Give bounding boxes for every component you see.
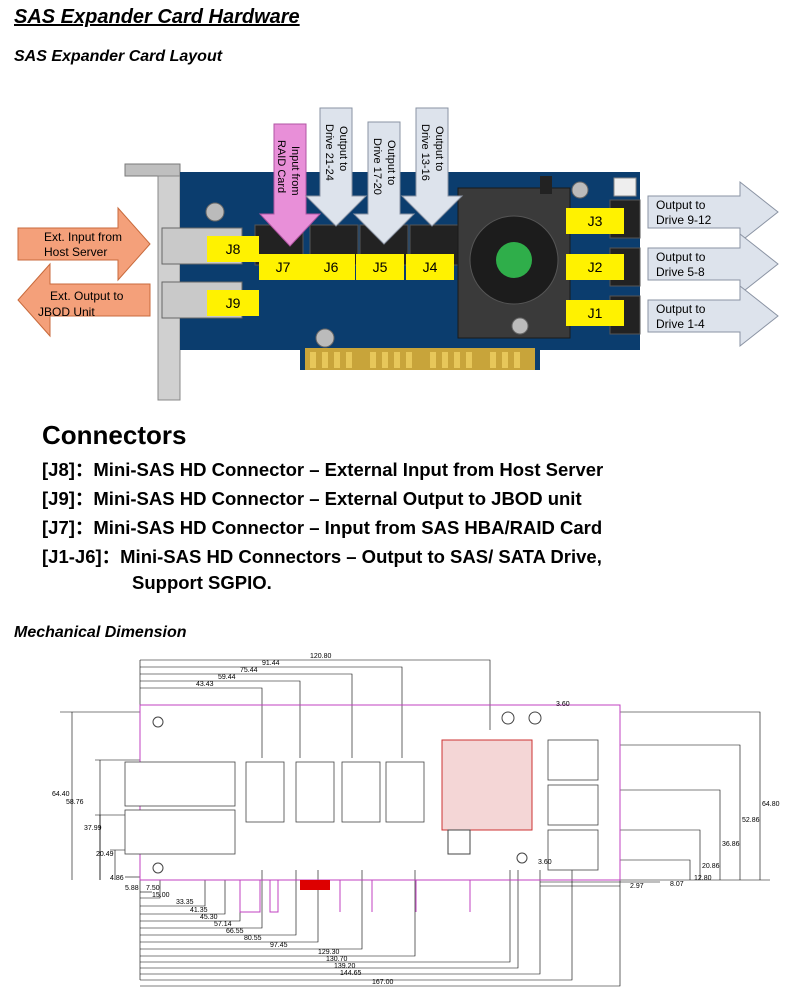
- top-arrow-13-16: Output to Drive 13-16: [400, 107, 464, 227]
- right-arrow-9-12-line1: Output to: [656, 198, 706, 212]
- label-j1-text: J1: [588, 305, 603, 321]
- top-arrow-17-20: Output to Drive 17-20: [352, 121, 416, 245]
- right-arrow-1-4-line2: Drive 1-4: [656, 317, 705, 331]
- top-arrow-21-24: Output to Drive 21-24: [304, 107, 368, 227]
- top-arrow-17-20-line2: Drive 17-20: [371, 138, 383, 195]
- label-j2: [566, 254, 624, 280]
- label-j1: [566, 300, 624, 326]
- dim-bottom-6: 57.14: [214, 921, 232, 928]
- dim-bottom-7: 66.55: [226, 928, 244, 935]
- dim-top-1: 91.44: [262, 660, 280, 667]
- dim-right-0: 64.80: [762, 801, 780, 808]
- dim-bottom-8: 80.55: [244, 935, 262, 942]
- top-arrow-13-16-line1: Output to: [433, 126, 445, 171]
- ext-output-line2: JBOD Unit: [38, 305, 95, 319]
- heatsink-fan: [457, 187, 571, 339]
- label-j6-text: J6: [324, 259, 339, 275]
- connector-j8-desc: [J8]：Mini-SAS HD Connector – External In…: [42, 459, 604, 480]
- label-j4-text: J4: [423, 259, 438, 275]
- connector-j7-desc: [J7]：Mini-SAS HD Connector – Input from …: [42, 517, 603, 538]
- mechanical-section-title: Mechanical Dimension: [14, 624, 187, 641]
- dim-bottom-10: 129.30: [318, 949, 340, 956]
- raid-arrow-line2: RAID Card: [275, 140, 287, 193]
- dim-right-3: 20.86: [702, 863, 720, 870]
- dim-left-1: 58.76: [66, 799, 84, 806]
- ext-input-line2: Host Server: [44, 245, 107, 259]
- page-title: SAS Expander Card Hardware: [14, 6, 300, 28]
- dim-right-2: 36.86: [722, 841, 740, 848]
- top-arrow-21-24-line2: Drive 21-24: [323, 124, 335, 181]
- label-j6: [307, 254, 355, 280]
- ext-output-line1: Ext. Output to: [50, 289, 124, 303]
- dim-right-4: 12.80: [694, 875, 712, 882]
- dim-top-2: 75.44: [240, 667, 258, 674]
- dim-bottom-2: 15.00: [152, 892, 170, 899]
- dim-bottom-9: 97.45: [270, 942, 288, 949]
- dim-top-4: 43.43: [196, 681, 214, 688]
- dim-bottom-3: 33.35: [176, 899, 194, 906]
- top-arrow-13-16-line2: Drive 13-16: [419, 124, 431, 181]
- right-arrow-5-8-line1: Output to: [656, 250, 706, 264]
- top-arrow-17-20-line1: Output to: [385, 140, 397, 185]
- label-j8-text: J8: [226, 241, 241, 257]
- dim-small-1: 3.60: [556, 701, 570, 708]
- label-j5: [356, 254, 404, 280]
- label-j9-text: J9: [226, 295, 241, 311]
- dim-bottom-13: 144.65: [340, 970, 362, 977]
- dim-left-0: 64.40: [52, 791, 70, 798]
- right-arrow-9-12-line2: Drive 9-12: [656, 213, 712, 227]
- expander-chip: [441, 739, 533, 831]
- dim-bottom-1: 7.50: [146, 885, 160, 892]
- dim-left-4: 4.86: [110, 875, 124, 882]
- mechanical-drawing: 120.80 91.44 75.44 59.44 43.43 3.60 64.4…: [52, 653, 780, 987]
- label-j4: [406, 254, 454, 280]
- dim-right-6: 2.97: [630, 883, 644, 890]
- raid-input-arrow: Input from RAID Card: [258, 123, 322, 247]
- raid-arrow-line1: Input from: [289, 146, 301, 196]
- dim-left-3: 20.49: [96, 851, 114, 858]
- label-j3-text: J3: [588, 213, 603, 229]
- label-j5-text: J5: [373, 259, 388, 275]
- layout-section-title: SAS Expander Card Layout: [14, 48, 223, 65]
- dim-small-2: 3.60: [538, 859, 552, 866]
- dim-right-5: 8.07: [670, 881, 684, 888]
- ext-output-arrow: Ext. Output to JBOD Unit: [17, 262, 151, 338]
- dim-bottom-12: 139.20: [334, 963, 356, 970]
- label-j9: [207, 290, 259, 316]
- right-arrow-9-12: Output to Drive 9-12: [647, 180, 779, 244]
- right-arrow-5-8-line2: Drive 5-8: [656, 265, 705, 279]
- top-arrow-21-24-line1: Output to: [337, 126, 349, 171]
- right-arrow-1-4-line1: Output to: [656, 302, 706, 316]
- label-j3: [566, 208, 624, 234]
- connector-j9-desc: [J9]：Mini-SAS HD Connector – External Ou…: [42, 488, 582, 509]
- dim-top-0: 120.80: [310, 653, 332, 660]
- dim-bottom-5: 45.30: [200, 914, 218, 921]
- label-j7-text: J7: [276, 259, 291, 275]
- dim-bottom-4: 41.35: [190, 907, 208, 914]
- label-j7: [259, 254, 307, 280]
- dim-top-3: 59.44: [218, 674, 236, 681]
- dim-bottom-14: 167.00: [372, 979, 394, 986]
- right-arrow-5-8: Output to Drive 5-8: [647, 232, 779, 296]
- dim-left-2: 37.99: [84, 825, 102, 832]
- label-j2-text: J2: [588, 259, 603, 275]
- ext-input-line1: Ext. Input from: [44, 230, 122, 244]
- card-layout-illustration: J8 J9 J7 J6 J5 J4 J3 J2 J1 Ext. Input fr…: [17, 107, 779, 401]
- dim-right-1: 52.86: [742, 817, 760, 824]
- port-labels: J8 J9 J7 J6 J5 J4 J3 J2 J1: [207, 208, 624, 326]
- dim-bottom-0: 5.88: [125, 885, 139, 892]
- connectors-heading: Connectors: [42, 420, 187, 450]
- connector-j1-j6-desc: [J1-J6]：Mini-SAS HD Connectors – Output …: [42, 546, 602, 567]
- dim-bottom-11: 130.70: [326, 956, 348, 963]
- label-j8: [207, 236, 259, 262]
- connector-j1-j6-desc-cont: Support SGPIO.: [132, 572, 272, 593]
- right-arrow-1-4: Output to Drive 1-4: [647, 284, 779, 348]
- ext-input-arrow: Ext. Input from Host Server: [17, 206, 151, 282]
